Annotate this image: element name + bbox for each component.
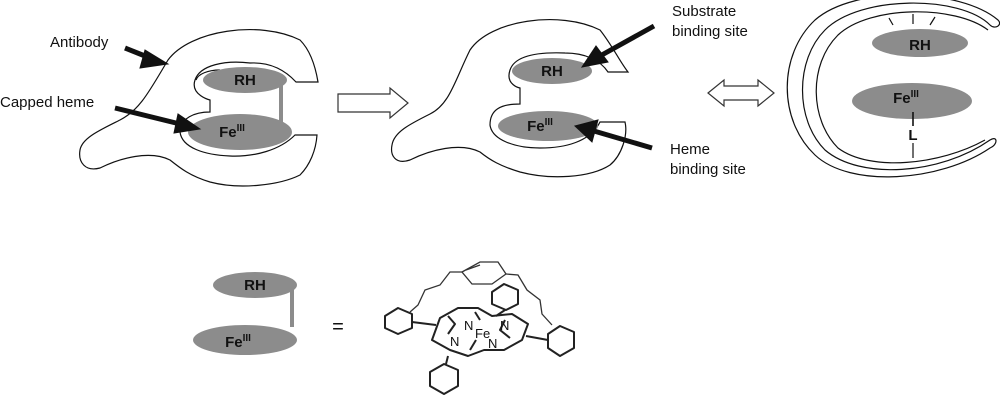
forward-arrow-icon bbox=[337, 86, 409, 120]
capped-porphyrin-structure: N N N N Fe bbox=[384, 261, 575, 395]
rh-label-3: RH bbox=[909, 37, 931, 54]
heme-label-line1: Heme bbox=[670, 141, 710, 158]
capped-heme-label: Capped heme bbox=[0, 94, 94, 111]
cap-linker bbox=[279, 82, 283, 126]
capped-heme-legend: RH FeIII = bbox=[193, 272, 344, 355]
legend-fe-label: FeIII bbox=[225, 333, 251, 351]
c-shaped-outline bbox=[786, 0, 1000, 178]
panel-antibody-binding-sites: RH FeIII Substrate binding site Heme bin… bbox=[390, 3, 748, 178]
fe-disk bbox=[188, 114, 292, 150]
panel-c-shaped-antibody: RH FeIII L bbox=[786, 0, 1000, 178]
arrow-to-substrate-site bbox=[580, 23, 656, 68]
panel-antibody-capped-heme: RH FeIII Antibody Capped heme bbox=[0, 29, 319, 187]
legend-fe-disk bbox=[193, 325, 297, 355]
fe-atom: Fe bbox=[475, 326, 490, 341]
rh-disk bbox=[203, 67, 287, 93]
substrate-label-line2: binding site bbox=[672, 23, 748, 40]
n-atom-left: N bbox=[450, 334, 459, 349]
n-atom-bottom: N bbox=[488, 336, 497, 351]
fe-disk-3 bbox=[852, 83, 972, 119]
arrow-to-heme-site bbox=[573, 119, 653, 151]
legend-rh-disk bbox=[213, 272, 297, 298]
n-atom-top: N bbox=[464, 318, 473, 333]
fe-site-label: FeIII bbox=[527, 117, 553, 135]
substrate-site-disk bbox=[512, 58, 592, 84]
ligand-label: L bbox=[908, 127, 917, 144]
arrow-to-capped-heme bbox=[114, 105, 202, 134]
equals-sign: = bbox=[332, 316, 344, 338]
equilibrium-arrow-icon bbox=[707, 78, 775, 108]
fe-label: FeIII bbox=[219, 123, 245, 141]
heme-label-line2: binding site bbox=[670, 161, 746, 178]
antibody-label: Antibody bbox=[50, 34, 109, 51]
rh-disk-3 bbox=[872, 29, 968, 57]
n-atom-right: N bbox=[500, 318, 509, 333]
rh-label: RH bbox=[234, 72, 256, 89]
antibody-outline-2 bbox=[390, 19, 630, 178]
antibody-outline bbox=[79, 29, 319, 187]
heme-site-disk bbox=[498, 111, 598, 141]
legend-linker bbox=[290, 285, 294, 327]
arrow-to-antibody bbox=[124, 45, 170, 69]
rh-site-label: RH bbox=[541, 63, 563, 80]
substrate-label-line1: Substrate bbox=[672, 3, 736, 20]
legend-rh-label: RH bbox=[244, 277, 266, 294]
fe-label-3: FeIII bbox=[893, 89, 919, 107]
